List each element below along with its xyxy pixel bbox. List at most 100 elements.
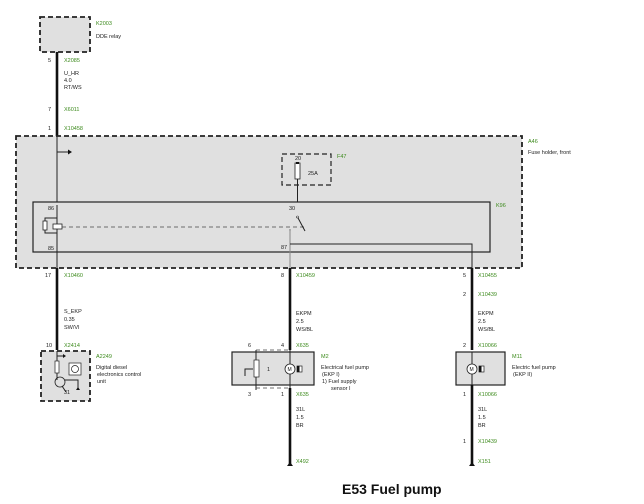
x10439-top-pin: 2	[463, 292, 466, 298]
ekpm1-color: WS/BL	[296, 327, 313, 333]
fuse-cap-icon	[296, 162, 299, 164]
a2249-id: A2249	[96, 354, 112, 360]
motor-icon	[466, 363, 478, 375]
u-hr-size: 4.0	[64, 78, 72, 84]
u-hr-color: RT/WS	[64, 85, 82, 91]
x635-top-id: X635	[296, 343, 309, 349]
x10458-pin: 1	[48, 126, 51, 132]
arrow-icon	[63, 354, 66, 358]
transistor-emitter	[61, 385, 67, 393]
a46-desc: Fuse holder, front	[528, 150, 571, 156]
fuse-f47-box	[281, 153, 332, 186]
k96-pin-86: 86	[48, 206, 54, 212]
arrow-icon	[68, 149, 72, 155]
gnd1-size: 1.5	[296, 415, 304, 421]
x10066-top-id: X10066	[478, 343, 497, 349]
switch-pivot-icon	[296, 215, 299, 219]
a2249-desc-2: electronics control	[97, 372, 141, 378]
resistor-icon	[54, 360, 60, 374]
m2-desc-4: sensor I	[331, 386, 351, 392]
x6011-pin: 7	[48, 107, 51, 113]
m2-pin-4: 4	[281, 343, 284, 349]
ekpm2-name: EKPM	[478, 311, 494, 317]
f47-id: F47	[337, 154, 346, 160]
m11-id: M11	[512, 354, 522, 360]
x10459-pin: 8	[281, 273, 284, 279]
x2085-pin: 5	[48, 58, 51, 64]
m2-id: M2	[321, 354, 329, 360]
m11-desc-2: (EKP II)	[513, 372, 532, 378]
processor-symbol-icon	[71, 365, 79, 373]
k96-id: K96	[496, 203, 506, 209]
m11-desc-1: Electric fuel pump	[512, 365, 556, 371]
a2249-desc-1: Digital diesel	[96, 365, 127, 371]
motor-m-glyph: M	[470, 367, 474, 373]
x10439-top-id: X10439	[478, 292, 497, 298]
x10458-id: X10458	[64, 126, 83, 132]
m2-desc-3: 1) Fuel supply	[322, 379, 357, 385]
s-ekp-name: S_EKP	[64, 309, 82, 315]
ground-arrow-icon	[76, 387, 80, 390]
potentiometer-icon	[253, 359, 260, 378]
s-ekp-size: 0.35	[64, 317, 75, 323]
f47-rating: 25A	[308, 171, 318, 177]
x10066-bot-id: X10066	[478, 392, 497, 398]
x10439-bot-pin: 1	[463, 439, 466, 445]
dde-control-unit-box	[40, 350, 91, 402]
k2003-desc: DDE relay	[96, 34, 121, 40]
gnd2-size: 1.5	[478, 415, 486, 421]
transistor-icon	[54, 376, 66, 388]
processor-icon	[68, 362, 82, 376]
diode-icon	[42, 220, 48, 231]
a2249-desc-3: unit	[97, 379, 106, 385]
m2-pin-3: 3	[248, 392, 251, 398]
motor-symbol-fill	[297, 366, 300, 372]
f47-pin: 20	[295, 156, 301, 162]
k96-pin-87: 87	[281, 245, 287, 251]
ekpm1-size: 2.5	[296, 319, 304, 325]
x151-id: X151	[478, 459, 491, 465]
x10460-pin: 17	[45, 273, 51, 279]
k96-pin-30: 30	[289, 206, 295, 212]
ground-icon	[469, 462, 475, 466]
x10460-id: X10460	[64, 273, 83, 279]
motor-m-glyph: M	[288, 367, 292, 373]
m2-pin-6: 6	[248, 343, 251, 349]
u-hr-name: U_HR	[64, 71, 79, 77]
relay-coil-icon	[52, 223, 63, 230]
ekpm2-color: WS/BL	[478, 327, 495, 333]
x492-id: X492	[296, 459, 309, 465]
x10459-id: X10459	[296, 273, 315, 279]
m2-desc-2: (EKP I)	[322, 372, 340, 378]
potentiometer-wiper	[244, 368, 253, 376]
k96-pin-85: 85	[48, 246, 54, 252]
x10455-pin: 5	[463, 273, 466, 279]
gnd1-color: BR	[296, 423, 304, 429]
x6011-id: X6011	[64, 107, 80, 113]
x2414-id: X2414	[64, 343, 80, 349]
gnd2-name: 31L	[478, 407, 487, 413]
gnd2-color: BR	[478, 423, 486, 429]
m2-inner-label: 1	[267, 367, 270, 373]
a2249-ground-pin: 31	[64, 390, 70, 396]
motor-symbol-fill	[479, 366, 482, 372]
m2-desc-1: Electrical fuel pump	[321, 365, 369, 371]
a46-id: A46	[528, 139, 538, 145]
x635-bot-id: X635	[296, 392, 309, 398]
diagram-title: E53 Fuel pump	[342, 481, 442, 497]
k2003-id: K2003	[96, 21, 112, 27]
x10455-id: X10455	[478, 273, 497, 279]
x10066-top-pin: 2	[463, 343, 466, 349]
ekpm1-name: EKPM	[296, 311, 312, 317]
s-ekp-color: SW/VI	[64, 325, 80, 331]
contact-87-branch	[290, 243, 473, 268]
m2-pin-1: 1	[281, 392, 284, 398]
x10066-bot-pin: 1	[463, 392, 466, 398]
dde-relay-box	[39, 16, 91, 53]
relay-switch-contact	[297, 216, 306, 232]
x10439-bot-id: X10439	[478, 439, 497, 445]
ground-icon	[287, 462, 293, 466]
gnd1-name: 31L	[296, 407, 305, 413]
transistor-lead	[65, 379, 79, 390]
